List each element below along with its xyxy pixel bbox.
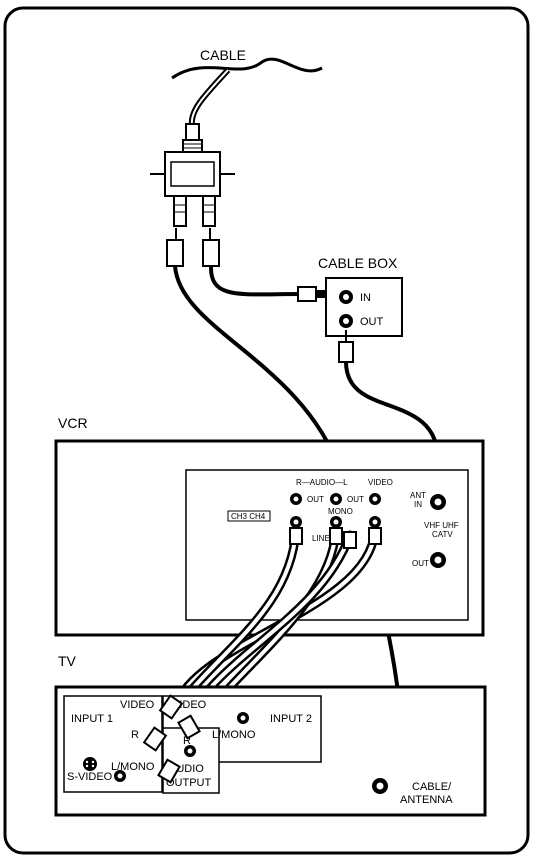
ant-in-label-2: IN [414,500,422,509]
vcr-audio-r-in-jack [290,516,302,528]
cable-label: CABLE [200,47,246,63]
vcr-out-to-tv-jack [430,552,446,568]
ant-in-label: ANT [410,491,426,500]
rca-plug-heads-vcr [289,527,382,549]
channel-switch [227,510,271,522]
line-in-label: LINE IN [312,534,340,543]
svideo-label: S-VIDEO [67,771,113,783]
video-header-label: VIDEO [368,478,393,487]
splitter-left-plug [166,228,184,267]
rca-plug-heads-tv [142,694,201,784]
video-label-1: VIDEO [120,699,155,711]
out-label-1: OUT [307,495,324,504]
box-in-plug [297,286,326,302]
input1-label: INPUT 1 [71,713,113,725]
vcr-ant-in-jack [430,494,446,510]
vcr-audio-l-out-jack [330,493,342,505]
cable-to-box-in [208,265,301,297]
box-in-label: IN [360,292,371,304]
box-out-label: OUT [360,316,384,328]
tv-cable-antenna-jack [372,778,388,794]
box-in-jack [339,290,353,304]
tv-input2-jack [237,712,249,724]
out-label-2: OUT [347,495,364,504]
tv-label: TV [58,653,77,669]
cable-box-label: CABLE BOX [318,255,398,271]
vcr-audio-r-out-jack [290,493,302,505]
tv-svideo-jack [83,757,97,771]
box-out-jack [339,314,353,328]
cable-antenna-label-2: ANTENNA [400,794,453,806]
diagram-frame [3,6,530,855]
tv-audio-output-panel [162,727,220,794]
audio-header-label: R—AUDIO—L [296,478,348,487]
cable-box [325,277,403,337]
catv-label: CATV [432,530,453,539]
cable-box-to-vcr [344,361,440,461]
vcr-video-in-jack [369,516,381,528]
cable-antenna-label: CABLE/ [412,781,452,793]
splitter-right-plug [202,228,220,267]
audio-output-label-2: OUTPUT [166,777,212,789]
out-to-label: OUT TO [412,559,442,568]
input2-label: INPUT 2 [270,713,312,725]
incoming-cable-drop [188,67,231,126]
vcr-audio-l-in-jack [330,516,342,528]
r-label-2: R [183,735,191,747]
tv-audio-output-jack [184,745,196,757]
mono-label: MONO [328,507,353,516]
vcr-label: VCR [58,415,88,431]
tv-input1-lmono-jack [114,770,126,782]
lmono-label-2: L/MONO [212,729,256,741]
signal-splitter [150,151,235,227]
incoming-cable [171,57,323,80]
vhf-uhf-label: VHF UHF [424,521,459,530]
channel-switch-label: CH3 CH4 [231,512,266,521]
r-label-1: R [131,729,139,741]
vcr-video-out-jack [369,493,381,505]
splitter-top-connector [182,123,203,153]
lmono-label-1: L/MONO [111,761,155,773]
